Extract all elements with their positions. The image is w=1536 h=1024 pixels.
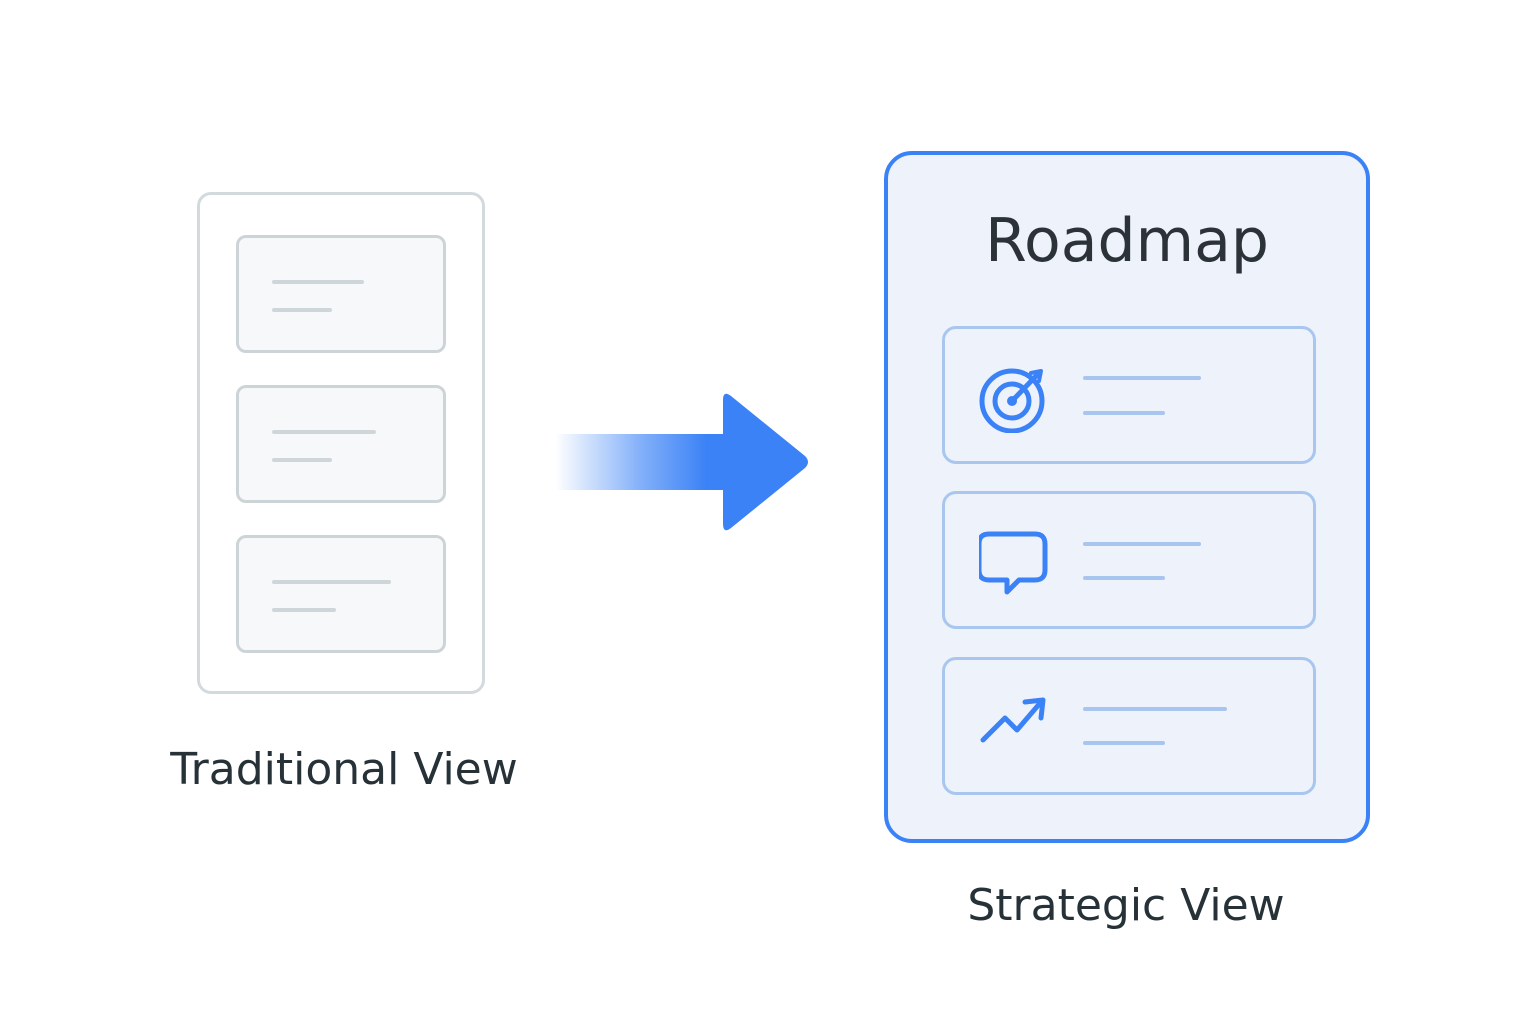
roadmap-card-growth-line-2 [1083, 741, 1165, 745]
speech-bubble-icon [979, 531, 1048, 595]
traditional-card-1-line-2 [272, 308, 332, 312]
traditional-card-3 [236, 535, 446, 653]
traditional-card-3-line-1 [272, 580, 391, 584]
traditional-card-2-line-1 [272, 430, 376, 434]
transition-arrow-icon [555, 393, 808, 531]
roadmap-title: Roadmap [985, 206, 1269, 276]
trend-up-arrow-icon [980, 697, 1046, 743]
roadmap-card-goal [942, 326, 1316, 464]
traditional-view-panel [197, 192, 485, 694]
traditional-card-1-line-1 [272, 280, 364, 284]
traditional-view-caption: Traditional View [170, 744, 518, 795]
traditional-card-2-line-2 [272, 458, 332, 462]
roadmap-card-growth [942, 657, 1316, 795]
roadmap-card-feedback-line-1 [1083, 542, 1201, 546]
roadmap-card-goal-line-1 [1083, 376, 1201, 380]
roadmap-card-goal-line-2 [1083, 411, 1165, 415]
traditional-card-3-line-2 [272, 608, 336, 612]
traditional-card-1 [236, 235, 446, 353]
traditional-card-2 [236, 385, 446, 503]
strategic-view-panel: Roadmap [884, 151, 1370, 843]
roadmap-card-growth-line-1 [1083, 707, 1227, 711]
strategic-view-caption: Strategic View [967, 880, 1285, 931]
target-icon [979, 368, 1045, 433]
roadmap-card-feedback [942, 491, 1316, 629]
roadmap-card-feedback-line-2 [1083, 576, 1165, 580]
